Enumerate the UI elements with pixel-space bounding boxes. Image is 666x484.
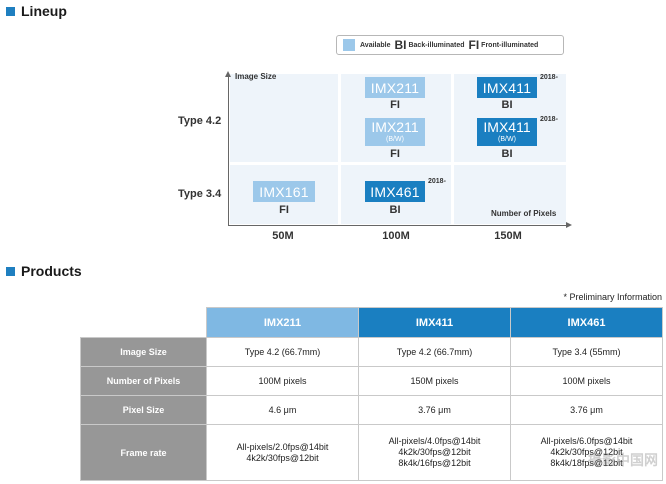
table-cell: 100M pixels xyxy=(206,366,359,396)
chip-imx411-bw-type: BI xyxy=(501,148,513,160)
table-cell: Type 3.4 (55mm) xyxy=(510,337,663,367)
table-row: Pixel Size 4.6 μm 3.76 μm 3.76 μm xyxy=(80,395,663,425)
row-header-pixel-size: Pixel Size xyxy=(80,395,207,425)
col-header-imx411: IMX411 xyxy=(358,307,511,338)
table-corner xyxy=(80,307,207,338)
table-cell: Type 4.2 (66.7mm) xyxy=(358,337,511,367)
chip-imx211-type: FI xyxy=(390,99,400,111)
col-label-50m: 50M xyxy=(272,230,294,242)
chip-imx411-bw-name: IMX411 xyxy=(483,119,531,135)
y-axis-line xyxy=(228,74,229,226)
table-cell: All-pixels/4.0fps@14bit 4k2k/30fps@12bit… xyxy=(358,424,511,481)
frame-rate-line: 4k2k/30fps@12bit xyxy=(550,447,623,457)
col-label-100m: 100M xyxy=(382,230,410,242)
x-axis-arrow-icon xyxy=(566,222,572,228)
section-marker-icon xyxy=(6,6,15,16)
chip-imx461-type: BI xyxy=(389,204,401,216)
row-header-frame-rate: Frame rate xyxy=(80,424,207,481)
chip-imx211: IMX211 xyxy=(365,77,425,98)
chip-imx411-year: 2018- xyxy=(540,74,558,81)
chip-imx211-bw-type: FI xyxy=(390,148,400,160)
products-table: IMX211 IMX411 IMX461 Image Size Type 4.2… xyxy=(80,307,663,481)
chip-imx411-bw-year: 2018- xyxy=(540,116,558,123)
y-axis-arrow-icon xyxy=(225,71,231,77)
frame-rate-line: All-pixels/4.0fps@14bit xyxy=(388,436,481,446)
lineup-heading: Lineup xyxy=(6,3,67,19)
table-cell: 3.76 μm xyxy=(510,395,663,425)
legend-fi-text: Front-illuminated xyxy=(481,41,539,49)
chip-imx411-bw: IMX411 (B/W) xyxy=(477,118,537,146)
lineup-title: Lineup xyxy=(21,3,67,19)
y-axis-label: Image Size xyxy=(235,72,277,81)
col-header-imx461: IMX461 xyxy=(510,307,663,338)
table-cell: 150M pixels xyxy=(358,366,511,396)
preliminary-note: * Preliminary Information xyxy=(563,292,662,302)
col-header-imx211: IMX211 xyxy=(206,307,359,338)
chip-imx411: IMX411 xyxy=(477,77,537,98)
available-swatch xyxy=(343,39,355,51)
table-cell: All-pixels/2.0fps@14bit 4k2k/30fps@12bit xyxy=(206,424,359,481)
legend-available: Available xyxy=(360,41,391,49)
chip-imx411-type: BI xyxy=(501,99,513,111)
x-axis-label: Number of Pixels xyxy=(491,209,557,218)
table-header-row: IMX211 IMX411 IMX461 xyxy=(80,307,663,338)
products-title: Products xyxy=(21,263,82,279)
table-cell: Type 4.2 (66.7mm) xyxy=(206,337,359,367)
quadrant-4.2-50m xyxy=(230,74,338,162)
chip-imx211-bw: IMX211 (B/W) xyxy=(365,118,425,146)
table-row: Number of Pixels 100M pixels 150M pixels… xyxy=(80,366,663,396)
chip-imx211-bw-name: IMX211 xyxy=(371,119,419,135)
table-cell: 3.76 μm xyxy=(358,395,511,425)
table-row: Image Size Type 4.2 (66.7mm) Type 4.2 (6… xyxy=(80,337,663,367)
frame-rate-line: 4k2k/30fps@12bit xyxy=(246,452,319,463)
row-label-type-3.4: Type 3.4 xyxy=(178,188,222,200)
frame-rate-line: 8k4k/18fps@12bit xyxy=(550,458,623,468)
chip-imx161-type: FI xyxy=(279,204,289,216)
table-cell: All-pixels/6.0fps@14bit 4k2k/30fps@12bit… xyxy=(510,424,663,481)
chip-imx211-bw-sub: (B/W) xyxy=(386,136,404,143)
quadrant-3.4-150m xyxy=(454,165,566,224)
chip-imx411-bw-sub: (B/W) xyxy=(498,136,516,143)
frame-rate-line: All-pixels/2.0fps@14bit xyxy=(236,441,329,452)
chip-imx461: IMX461 xyxy=(365,181,425,202)
row-header-image-size: Image Size xyxy=(80,337,207,367)
chip-imx161: IMX161 xyxy=(253,181,315,202)
frame-rate-line: All-pixels/6.0fps@14bit xyxy=(540,436,633,446)
frame-rate-line: 8k4k/16fps@12bit xyxy=(398,458,471,468)
legend-fi-abbr: FI xyxy=(468,38,480,52)
lineup-legend: Available BI Back-illuminated FI Front-i… xyxy=(336,35,564,55)
table-cell: 100M pixels xyxy=(510,366,663,396)
section-marker-icon xyxy=(6,266,15,276)
legend-bi-text: Back-illuminated xyxy=(408,41,465,49)
col-label-150m: 150M xyxy=(494,230,522,242)
watermark: 摄影中国网 xyxy=(588,452,658,468)
legend-bi-abbr: BI xyxy=(394,38,407,52)
table-row: Frame rate All-pixels/2.0fps@14bit 4k2k/… xyxy=(80,424,663,481)
row-label-type-4.2: Type 4.2 xyxy=(178,115,222,127)
products-heading: Products xyxy=(6,263,82,279)
frame-rate-line: 4k2k/30fps@12bit xyxy=(398,447,471,457)
chip-imx461-year: 2018- xyxy=(428,178,446,185)
x-axis-line xyxy=(228,225,568,226)
row-header-number-of-pixels: Number of Pixels xyxy=(80,366,207,396)
table-cell: 4.6 μm xyxy=(206,395,359,425)
